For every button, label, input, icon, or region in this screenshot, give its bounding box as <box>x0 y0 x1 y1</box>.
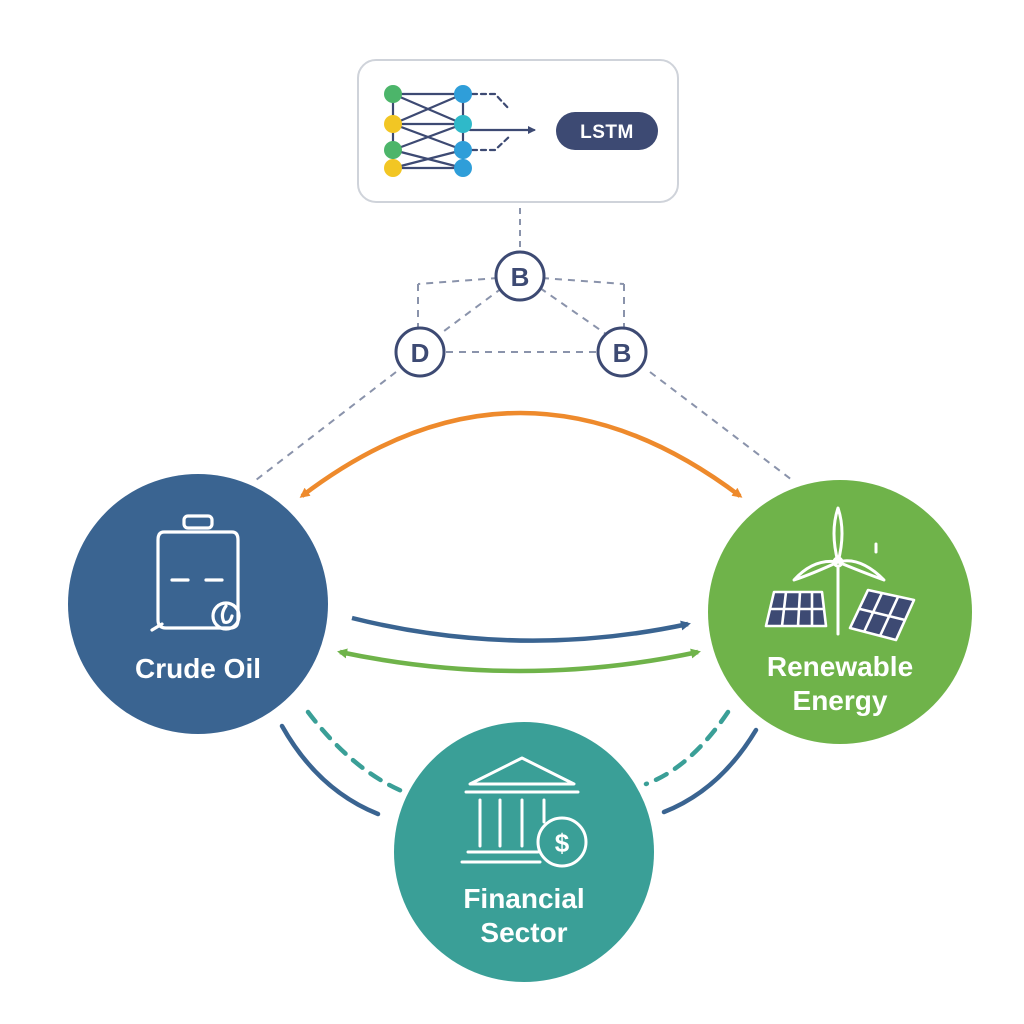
financial-label-line1: Financial <box>463 883 584 914</box>
lstm-tag: LSTM <box>556 112 658 150</box>
wind-turbine-icon <box>792 506 886 636</box>
svg-text:$: $ <box>555 828 570 858</box>
mini-node-right-label: B <box>613 338 632 368</box>
financial-sector-node: $ Financial Sector <box>394 722 654 982</box>
renewable-to-oil-arrow <box>337 648 701 674</box>
mini-node-left: D <box>394 326 446 378</box>
crude-oil-label: Crude Oil <box>135 653 261 684</box>
renewable-label-line1: Renewable <box>767 651 913 682</box>
financial-label-line2: Sector <box>480 917 567 948</box>
crude-oil-node: Crude Oil <box>68 474 328 734</box>
neural-network-icon <box>384 85 536 177</box>
oil-barrel-icon <box>150 514 241 632</box>
renewable-energy-node: Renewable Energy <box>708 480 972 744</box>
mini-node-top-label: B <box>511 262 530 292</box>
oil-renewable-arc-orange <box>299 410 743 498</box>
mini-node-network <box>255 277 793 481</box>
financial-link-arcs <box>279 709 759 817</box>
mini-node-left-label: D <box>411 338 430 368</box>
mini-node-top: B <box>494 250 546 302</box>
bank-icon <box>460 756 580 864</box>
lstm-label: LSTM <box>580 122 634 143</box>
mini-node-right: B <box>596 326 648 378</box>
renewable-label-line2: Energy <box>793 685 888 716</box>
model-box: LSTM <box>357 59 679 203</box>
oil-to-renewable-arrow <box>351 615 691 643</box>
solar-panel-icon <box>764 588 916 642</box>
dollar-coin-icon: $ <box>536 816 588 868</box>
